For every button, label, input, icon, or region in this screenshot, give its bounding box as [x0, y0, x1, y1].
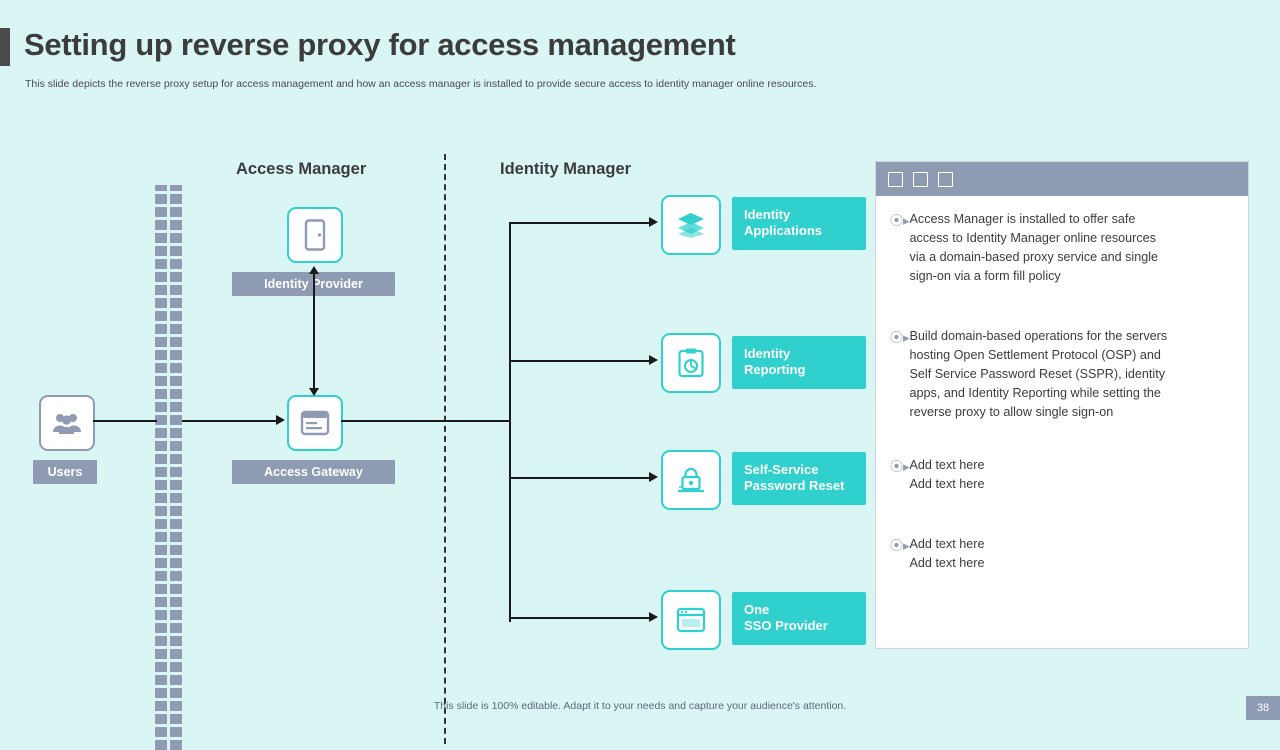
branch-line-4 — [509, 617, 650, 619]
service-label-line-2: Applications — [744, 223, 823, 239]
note-line: Add text here — [909, 536, 985, 551]
gateway-window-icon — [300, 410, 330, 436]
identity-provider-icon-box — [287, 207, 343, 263]
connector-wall-to-gateway — [182, 420, 276, 422]
lock-reset-icon — [678, 467, 704, 493]
branch-arrow-4 — [649, 612, 658, 622]
note-line: reverse proxy to allow single sign-on — [909, 405, 1114, 420]
connector-gateway-trunk — [341, 420, 510, 422]
browser-window-icon — [676, 607, 706, 633]
bullet-icon: ⦿▸ — [890, 459, 910, 475]
users-icon-box — [39, 395, 95, 451]
users-icon — [53, 414, 81, 434]
note-line: Add text here — [909, 458, 985, 473]
page-number-badge: 38 — [1246, 696, 1280, 720]
note-line: access to Identity Manager online resour… — [909, 231, 1156, 246]
note-item: ⦿▸ Build domain-based operations for the… — [890, 327, 1232, 423]
footer-note: This slide is 100% editable. Adapt it to… — [433, 700, 847, 712]
service-label-line-2: Reporting — [744, 362, 806, 378]
note-line: apps, and Identity Reporting while setti… — [909, 385, 1161, 400]
label-users: Users — [33, 460, 97, 484]
clipboard-report-icon — [678, 348, 704, 378]
notes-body: ⦿▸ Access Manager is installed to offer … — [876, 196, 1248, 573]
note-text: Add text here Add text here — [910, 456, 985, 494]
service-label-identity-reporting: Identity Reporting — [732, 336, 866, 389]
note-line: Add text here — [909, 477, 985, 492]
note-text: Add text here Add text here — [910, 535, 985, 573]
note-line: hosting Open Settlement Protocol (OSP) a… — [909, 347, 1161, 362]
service-label-line-1: Identity — [744, 207, 791, 222]
branch-arrow-2 — [649, 355, 658, 365]
note-line: Access Manager is installed to offer saf… — [909, 212, 1136, 226]
service-label-line-1: Identity — [744, 346, 791, 361]
note-item: ⦿▸ Add text here Add text here — [890, 535, 1232, 573]
page-subtitle: This slide depicts the reverse proxy set… — [25, 78, 817, 90]
bullet-icon: ⦿▸ — [890, 329, 910, 345]
service-label-identity-applications: Identity Applications — [732, 197, 866, 250]
note-line: Self Service Password Reset (SSPR), iden… — [909, 366, 1165, 381]
trunk-vertical-line — [509, 222, 511, 622]
branch-line-3 — [509, 477, 650, 479]
column-title-access-manager: Access Manager — [236, 160, 367, 178]
branch-arrow-3 — [649, 472, 658, 482]
note-item: ⦿▸ Add text here Add text here — [890, 456, 1232, 494]
note-line: Add text here — [909, 555, 985, 570]
sso-provider-icon-box — [661, 590, 721, 650]
layers-icon — [678, 213, 704, 238]
section-divider — [444, 154, 446, 744]
notes-panel-titlebar — [876, 162, 1248, 196]
square-button-2-icon[interactable] — [913, 171, 928, 187]
note-text: Access Manager is installed to offer saf… — [910, 210, 1159, 287]
note-line: Build domain-based operations for the se… — [909, 328, 1168, 343]
label-access-gateway: Access Gateway — [232, 460, 395, 484]
service-label-line-1: Self-Service — [744, 462, 819, 477]
page-title: Setting up reverse proxy for access mana… — [24, 27, 736, 62]
note-text: Build domain-based operations for the se… — [910, 327, 1168, 423]
firewall-wall-graphic — [155, 185, 183, 750]
connector-provider-gateway — [313, 273, 315, 390]
service-label-sso-provider: One SSO Provider — [732, 592, 866, 645]
connector-users-to-wall — [93, 420, 157, 422]
branch-arrow-1 — [649, 217, 658, 227]
diagram-area: Access Manager Identity Manager Users Id… — [0, 110, 870, 750]
service-label-line-2: SSO Provider — [744, 618, 828, 634]
bullet-icon: ⦿▸ — [890, 537, 910, 553]
service-label-line-2: Password Reset — [744, 478, 845, 494]
note-line: via a domain-based proxy service and sin… — [909, 250, 1159, 265]
identity-reporting-icon-box — [661, 333, 721, 393]
arrow-down-gateway — [309, 388, 319, 396]
notes-panel: ⦿▸ Access Manager is installed to offer … — [875, 161, 1249, 649]
service-label-line-1: One — [744, 602, 770, 617]
branch-line-1 — [509, 222, 650, 224]
arrow-up-provider — [309, 266, 319, 274]
column-title-identity-manager: Identity Manager — [500, 160, 632, 178]
identity-applications-icon-box — [661, 195, 721, 255]
title-accent-bar — [0, 28, 10, 66]
note-line: sign-on via a form fill policy — [909, 269, 1061, 284]
square-button-3-icon[interactable] — [938, 171, 953, 187]
server-door-icon — [304, 219, 326, 251]
branch-line-2 — [509, 360, 650, 362]
service-label-password-reset: Self-Service Password Reset — [732, 452, 866, 505]
bullet-icon: ⦿▸ — [890, 213, 910, 228]
note-item: ⦿▸ Access Manager is installed to offer … — [890, 210, 1232, 287]
square-button-1-icon[interactable] — [888, 171, 903, 187]
access-gateway-icon-box — [287, 395, 343, 451]
password-reset-icon-box — [661, 450, 721, 510]
arrow-to-gateway — [276, 415, 285, 425]
